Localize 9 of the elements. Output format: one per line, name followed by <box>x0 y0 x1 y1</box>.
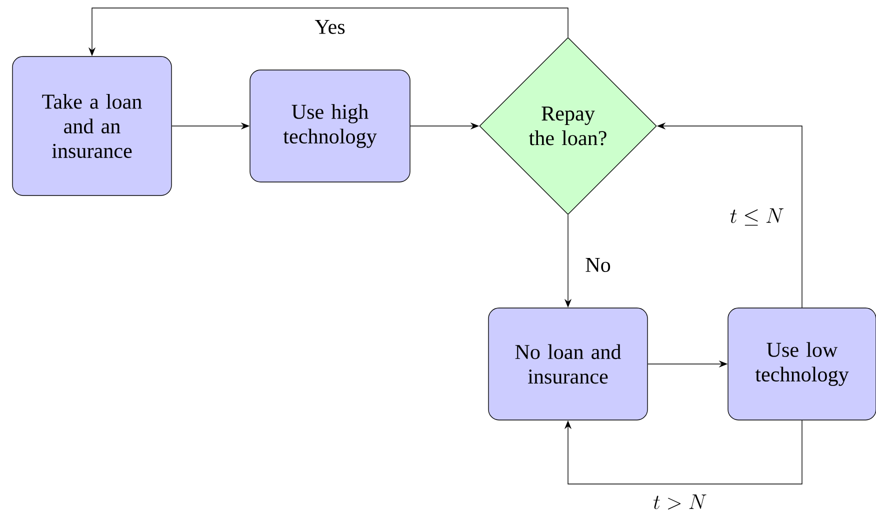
process-box: Use high technology <box>250 70 410 182</box>
edge-label: Yes <box>312 18 348 36</box>
arrow <box>564 420 802 484</box>
process-box: No loan and insurance <box>488 308 648 420</box>
process-box: Take a loan and an insurance <box>12 56 172 196</box>
process-box: Use low technology <box>728 308 876 420</box>
edge-label: No <box>583 256 613 274</box>
edge-label: $t > N$ <box>651 492 709 512</box>
edge-label: $t \leq N$ <box>728 206 786 228</box>
